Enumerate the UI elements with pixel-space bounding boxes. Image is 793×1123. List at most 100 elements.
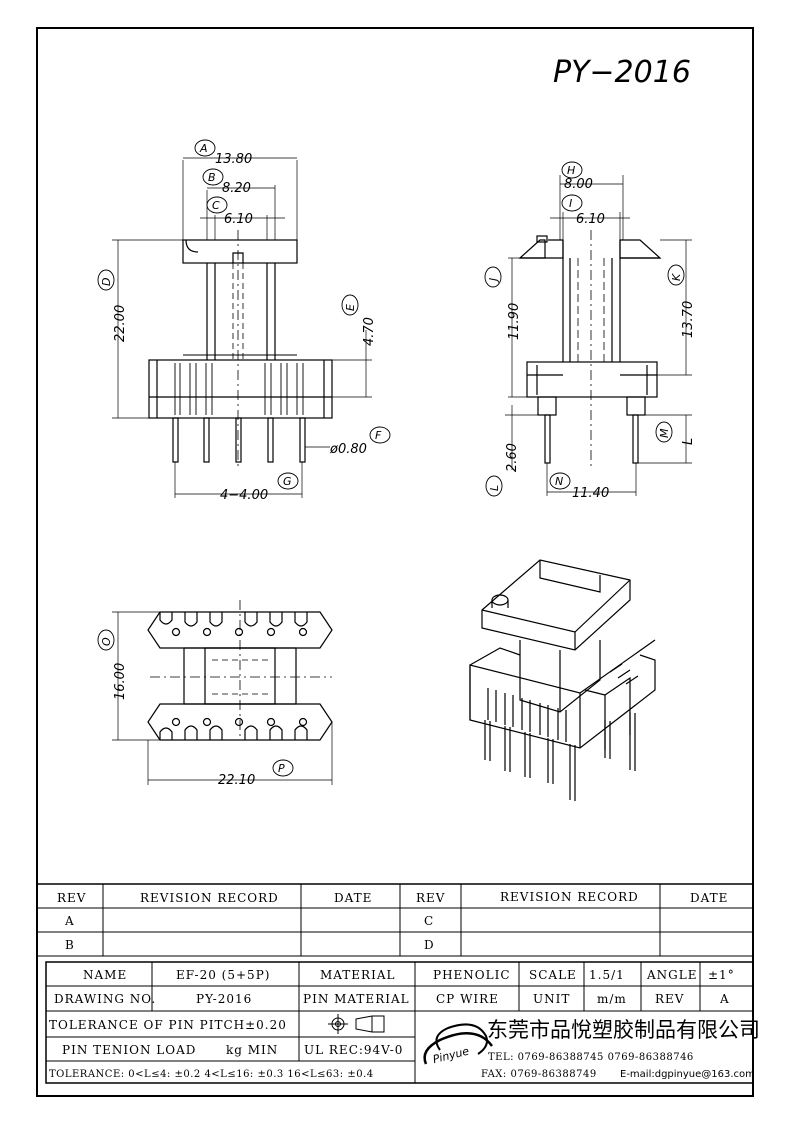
- title-block-grid: [45, 961, 754, 1084]
- rev-row-a: A: [64, 914, 75, 928]
- ul-rec: UL REC:94V-0: [304, 1043, 403, 1057]
- isometric-view: [469, 559, 656, 801]
- pin-material-value: CP WIRE: [436, 992, 499, 1006]
- svg-text:I: I: [569, 197, 572, 210]
- drawing-title: PY−2016: [553, 55, 691, 90]
- svg-text:B: B: [208, 171, 216, 184]
- record-header-left: REVISION RECORD: [140, 891, 279, 905]
- scale-value: 1.5/1: [589, 968, 625, 982]
- bottom-view-dimensions: [112, 611, 333, 785]
- date-header-left: DATE: [334, 891, 372, 905]
- rev-label: REV: [655, 992, 684, 1006]
- svg-text:D: D: [100, 278, 113, 286]
- label-p: P: [272, 759, 294, 777]
- company-fax: FAX: 0769-86388749: [481, 1069, 597, 1080]
- dim-n-value: 11.40: [572, 486, 609, 501]
- svg-text:F: F: [375, 429, 382, 442]
- label-f: F: [369, 426, 391, 444]
- angle-value: ±1°: [708, 968, 735, 982]
- outer-border: [36, 27, 754, 1097]
- pin-tension-unit: kg MIN: [226, 1043, 278, 1057]
- unit-label: UNIT: [533, 992, 570, 1006]
- side-view: [518, 230, 662, 470]
- dim-o-value: 16.00: [113, 663, 128, 700]
- svg-text:E: E: [344, 304, 357, 311]
- name-value: EF-20 (5+5P): [176, 968, 270, 982]
- position-tolerance-icon: [328, 1014, 348, 1034]
- label-g: G: [277, 472, 299, 490]
- label-j: J: [484, 266, 502, 288]
- label-m: M: [655, 421, 673, 443]
- svg-text:N: N: [555, 475, 563, 488]
- material-label: MATERIAL: [320, 968, 395, 982]
- name-label: NAME: [83, 968, 127, 982]
- label-i: I: [561, 194, 583, 212]
- company-email: E-mail:dgpinyue@163.com: [620, 1069, 755, 1080]
- label-o: O: [97, 629, 115, 651]
- scale-label: SCALE: [529, 968, 577, 982]
- rev-row-d: D: [424, 938, 435, 952]
- label-a: A: [194, 139, 216, 157]
- dim-g-value: 4−4.00: [220, 488, 268, 503]
- rev-header-right: REV: [416, 891, 445, 905]
- svg-text:O: O: [100, 637, 113, 646]
- rev-value: A: [719, 992, 730, 1006]
- drawing-no-label: DRAWING NO.: [54, 992, 156, 1006]
- dim-d-value: 22.00: [113, 305, 128, 342]
- svg-text:J: J: [487, 278, 500, 283]
- label-e: E: [341, 294, 359, 316]
- projection-symbol-icon: [355, 1015, 385, 1033]
- front-view: [148, 230, 333, 470]
- date-header-right: DATE: [690, 891, 728, 905]
- dim-j-value: 11.90: [507, 303, 522, 340]
- svg-text:K: K: [670, 273, 683, 281]
- dim-a-value: 13.80: [215, 152, 252, 167]
- svg-text:G: G: [283, 475, 292, 488]
- pin-material-label: PIN MATERIAL: [303, 992, 410, 1006]
- side-view-dimensions: [505, 175, 692, 496]
- svg-text:P: P: [278, 762, 285, 775]
- pinyue-logo: Pinyue: [423, 1023, 494, 1067]
- record-header-right: REVISION RECORD: [500, 890, 639, 904]
- dim-h-value: 8.00: [564, 177, 593, 192]
- tolerance-general: TOLERANCE: 0<L≤4: ±0.2 4<L≤16: ±0.3 16<L…: [49, 1069, 374, 1080]
- rev-row-c: C: [424, 914, 434, 928]
- label-b: B: [202, 168, 224, 186]
- unit-value: m/m: [597, 992, 627, 1006]
- dim-i-value: 6.10: [576, 212, 605, 227]
- rev-header-left: REV: [57, 891, 86, 905]
- svg-text:L: L: [488, 485, 501, 491]
- dim-c-value: 6.10: [224, 212, 253, 227]
- dim-f-value: ø0.80: [329, 442, 367, 457]
- angle-label: ANGLE: [646, 968, 697, 982]
- dim-p-value: 22.10: [218, 773, 255, 788]
- label-h: H: [561, 161, 583, 179]
- bottom-view: [147, 600, 333, 741]
- label-k: K: [667, 264, 685, 286]
- svg-text:A: A: [199, 142, 208, 155]
- revision-table: [37, 883, 753, 957]
- dim-k-value: 13.70: [681, 301, 696, 338]
- svg-text:C: C: [212, 199, 220, 212]
- company-tel: TEL: 0769-86388745 0769-86388746: [488, 1052, 694, 1063]
- material-value: PHENOLIC: [433, 968, 511, 982]
- dim-e-value: 4.70: [362, 317, 377, 346]
- label-d: D: [97, 269, 115, 291]
- drawing-no-value: PY-2016: [196, 992, 252, 1006]
- label-n: N: [549, 472, 571, 490]
- company-name: 东莞市品悅塑胶制品有限公司: [487, 1018, 760, 1042]
- tolerance-pin-pitch: TOLERANCE OF PIN PITCH±0.20: [49, 1018, 287, 1032]
- svg-text:M: M: [658, 428, 671, 438]
- dim-b-value: 8.20: [222, 181, 251, 196]
- pin-tension-label: PIN TENION LOAD: [62, 1043, 196, 1057]
- logo-text: Pinyue: [431, 1045, 470, 1067]
- svg-text:H: H: [567, 164, 575, 177]
- label-l: L: [485, 475, 503, 497]
- label-c: C: [206, 196, 228, 214]
- dim-m-value: L: [681, 438, 696, 445]
- circle-labels: A B C D E F G H I J K L M N O P: [97, 139, 685, 777]
- dim-l-value: 2.60: [505, 443, 520, 472]
- rev-row-b: B: [65, 938, 75, 952]
- front-view-dimensions: [112, 157, 372, 498]
